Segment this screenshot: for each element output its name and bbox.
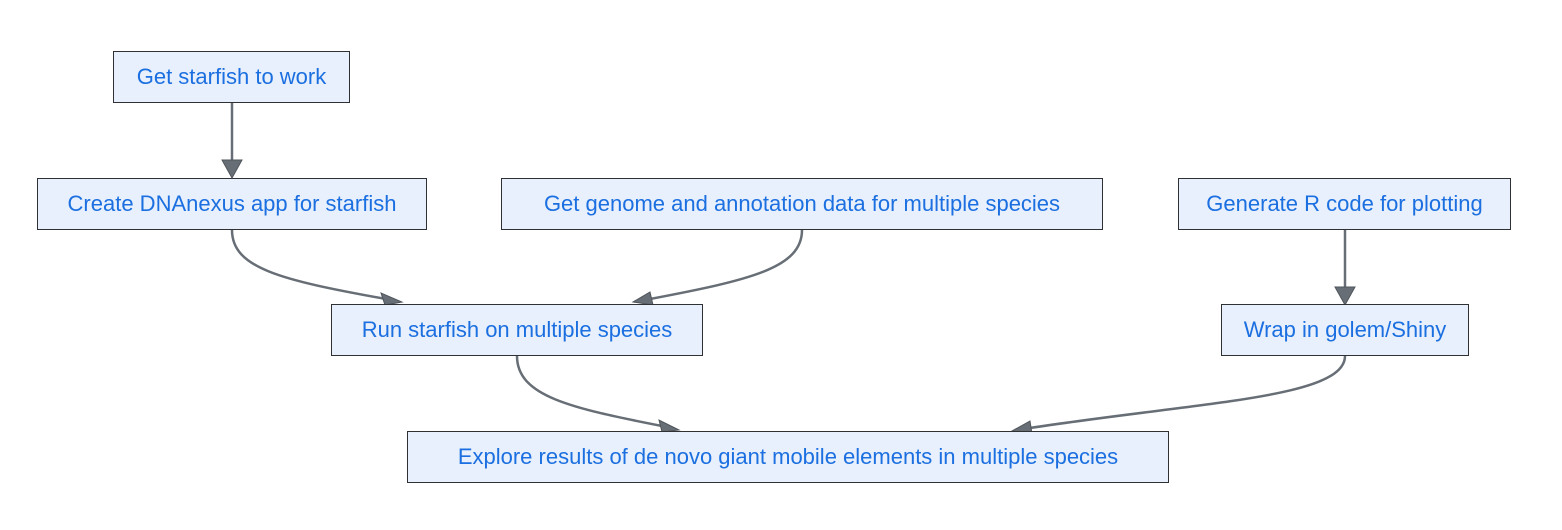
node-label: Get starfish to work [136, 64, 327, 89]
arrowhead-icon [631, 291, 654, 306]
node-label: Create DNAnexus app for starfish [67, 191, 397, 216]
arrowhead-icon [221, 159, 243, 180]
node-wrap-in-golem-shiny: Wrap in golem/Shiny [1221, 304, 1469, 356]
edge-get-starfish-to-create-app [221, 102, 243, 180]
edge-run-starfish-to-explore [515, 355, 681, 433]
edge-wrap-shiny-to-explore [1010, 355, 1347, 435]
node-label: Explore results of de novo giant mobile … [457, 444, 1119, 469]
edge-generate-r-to-wrap-shiny [1334, 230, 1356, 307]
node-label: Wrap in golem/Shiny [1243, 317, 1447, 342]
node-generate-r-code: Generate R code for plotting [1178, 178, 1511, 230]
edge-get-genome-to-run-starfish [631, 229, 804, 306]
node-label: Run starfish on multiple species [361, 317, 673, 342]
edge-create-app-to-run-starfish [230, 229, 404, 306]
node-label: Get genome and annotation data for multi… [543, 191, 1061, 216]
node-create-dnanexus-app: Create DNAnexus app for starfish [37, 178, 427, 230]
node-label: Generate R code for plotting [1206, 191, 1483, 216]
node-get-starfish-to-work: Get starfish to work [113, 51, 350, 103]
node-explore-results: Explore results of de novo giant mobile … [407, 431, 1169, 483]
node-get-genome-annotation-data: Get genome and annotation data for multi… [501, 178, 1103, 230]
node-run-starfish-multiple-species: Run starfish on multiple species [331, 304, 703, 356]
arrowhead-icon [1334, 286, 1356, 307]
arrowhead-icon [380, 292, 404, 306]
